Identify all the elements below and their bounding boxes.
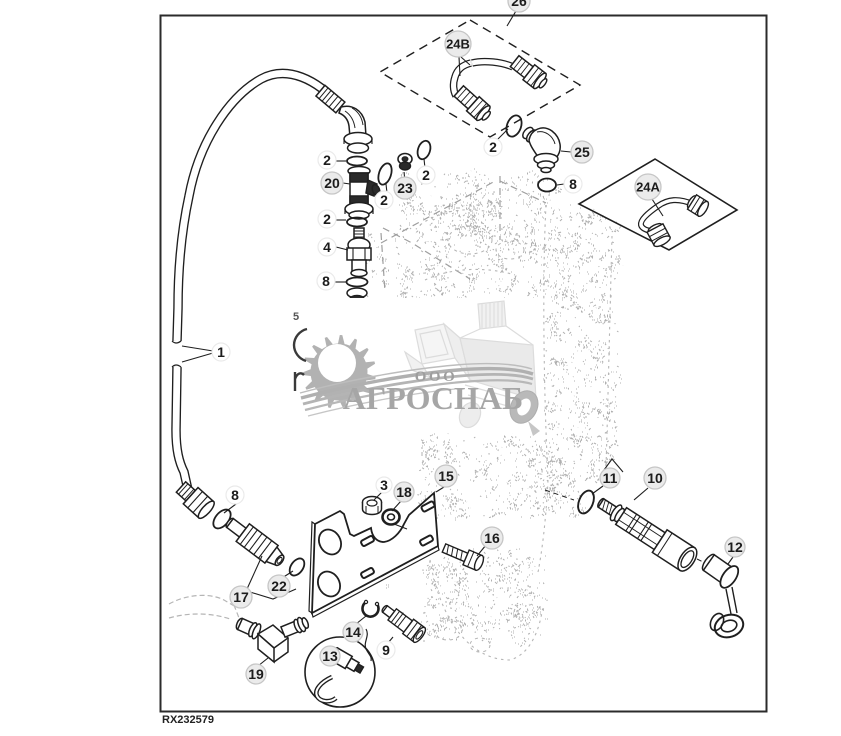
svg-text:22: 22 xyxy=(271,578,287,594)
svg-text:5: 5 xyxy=(293,311,299,323)
svg-text:18: 18 xyxy=(396,484,412,500)
svg-text:АГРОСНАБ: АГРОСНАБ xyxy=(343,380,523,416)
svg-text:13: 13 xyxy=(322,648,338,664)
svg-text:19: 19 xyxy=(248,666,264,682)
svg-text:3: 3 xyxy=(380,477,388,493)
svg-text:25: 25 xyxy=(574,144,590,160)
svg-text:1: 1 xyxy=(217,344,225,360)
svg-text:2: 2 xyxy=(323,152,331,168)
svg-text:26: 26 xyxy=(511,0,527,9)
svg-text:8: 8 xyxy=(322,273,330,289)
svg-text:2: 2 xyxy=(422,167,430,183)
svg-text:17: 17 xyxy=(233,589,249,605)
svg-text:20: 20 xyxy=(324,175,340,191)
svg-text:14: 14 xyxy=(345,624,361,640)
svg-text:16: 16 xyxy=(484,530,500,546)
svg-text:2: 2 xyxy=(489,139,497,155)
svg-text:4: 4 xyxy=(323,239,331,255)
svg-text:11: 11 xyxy=(603,470,618,486)
svg-text:2: 2 xyxy=(380,192,388,208)
svg-text:ООО: ООО xyxy=(415,369,458,385)
svg-text:9: 9 xyxy=(382,642,390,658)
svg-text:24A: 24A xyxy=(636,180,660,195)
svg-text:24B: 24B xyxy=(446,37,470,52)
svg-text:23: 23 xyxy=(397,180,413,196)
svg-text:15: 15 xyxy=(438,468,454,484)
svg-text:8: 8 xyxy=(569,176,577,192)
svg-text:12: 12 xyxy=(727,539,743,555)
svg-text:2: 2 xyxy=(323,211,331,227)
svg-text:10: 10 xyxy=(647,470,663,486)
svg-text:RX232579: RX232579 xyxy=(162,714,214,726)
svg-text:8: 8 xyxy=(231,487,239,503)
